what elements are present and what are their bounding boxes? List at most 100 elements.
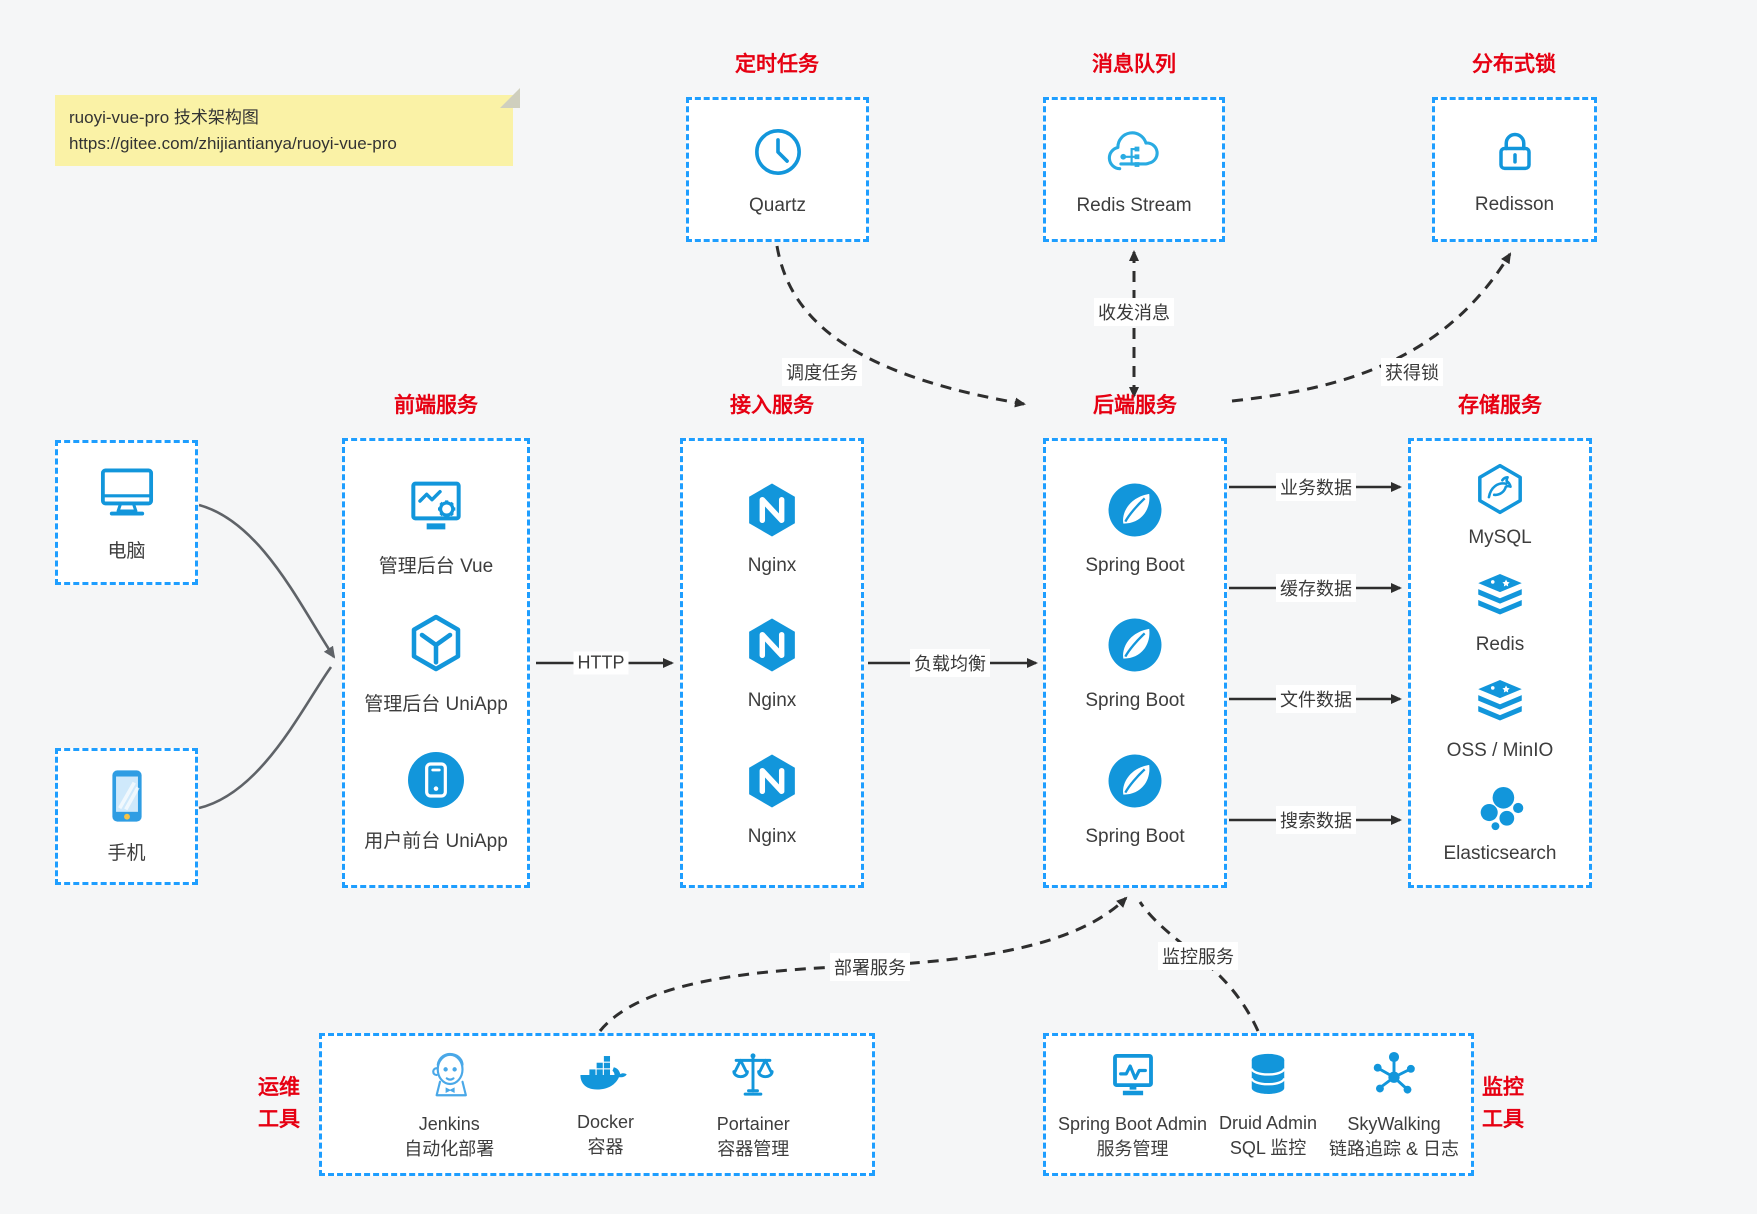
node-desc: 服务管理 bbox=[1096, 1138, 1169, 1159]
node-name: Spring Boot Admin bbox=[1057, 1114, 1208, 1135]
node-name: Jenkins bbox=[418, 1114, 480, 1135]
skywalking-icon bbox=[1367, 1048, 1421, 1107]
node-label: Spring Boot bbox=[1085, 825, 1185, 847]
node-label: 管理后台 UniApp bbox=[364, 693, 508, 715]
node-label: Spring Boot Admin 服务管理 bbox=[1058, 1112, 1207, 1161]
node-desc: 链路追踪 & 日志 bbox=[1329, 1138, 1460, 1159]
node-label: Redis Stream bbox=[1076, 194, 1192, 216]
elasticsearch-icon bbox=[1472, 783, 1528, 838]
node-label: Quartz bbox=[748, 194, 807, 216]
druid-icon bbox=[1242, 1049, 1294, 1106]
nginx-icon bbox=[741, 750, 803, 817]
edge-monitor-service bbox=[1138, 901, 1260, 1032]
nginx-icon bbox=[741, 614, 803, 681]
node-nginx-3: Nginx bbox=[741, 750, 803, 848]
message-cloud-icon bbox=[1103, 123, 1165, 186]
uniapp-user-icon bbox=[404, 748, 468, 817]
node-quartz: Quartz bbox=[749, 123, 807, 217]
node-redisson: Redisson bbox=[1475, 124, 1554, 216]
node-phone: 手机 bbox=[102, 768, 152, 865]
node-desc: 容器 bbox=[587, 1136, 624, 1157]
node-computer: 电脑 bbox=[94, 462, 160, 563]
node-label: Jenkins 自动化部署 bbox=[404, 1112, 494, 1161]
node-desc: SQL 监控 bbox=[1229, 1137, 1307, 1158]
oss-icon bbox=[1471, 676, 1529, 735]
devops-title-line2: 工具 bbox=[258, 1107, 300, 1131]
nginx-icon bbox=[741, 479, 803, 546]
edge-schedule-task bbox=[775, 245, 1026, 408]
node-name: SkyWalking bbox=[1347, 1114, 1441, 1135]
edge-label-cache-data: 缓存数据 bbox=[1276, 574, 1356, 602]
node-oss-minio: OSS / MinIO bbox=[1447, 676, 1553, 762]
phone-icon bbox=[102, 768, 152, 829]
group-title-storage: 存储服务 bbox=[1458, 394, 1542, 417]
node-name: Docker bbox=[576, 1112, 634, 1133]
edge-label-business-data: 业务数据 bbox=[1276, 473, 1356, 501]
group-title-gateway: 接入服务 bbox=[730, 394, 814, 417]
portainer-icon bbox=[726, 1048, 780, 1107]
node-label: 用户前台 UniApp bbox=[364, 830, 508, 852]
monitoring-box: Spring Boot Admin 服务管理 Druid Admin SQL 监… bbox=[1043, 1033, 1474, 1176]
node-name: Druid Admin bbox=[1219, 1113, 1318, 1134]
computer-icon bbox=[94, 462, 160, 527]
node-elasticsearch: Elasticsearch bbox=[1444, 783, 1557, 865]
edge-label-monitor-service: 监控服务 bbox=[1158, 942, 1238, 970]
jenkins-icon bbox=[422, 1048, 476, 1107]
scheduled-task-box: Quartz bbox=[686, 97, 869, 242]
frontend-box: 管理后台 Vue 管理后台 UniApp 用户前台 UniApp bbox=[342, 438, 530, 888]
node-label: Nginx bbox=[747, 825, 797, 847]
node-label: Redisson bbox=[1474, 193, 1555, 215]
node-label: Druid Admin SQL 监控 bbox=[1219, 1111, 1317, 1160]
node-name: Portainer bbox=[716, 1114, 790, 1135]
edge-acquire-lock bbox=[1231, 252, 1512, 403]
group-title-backend: 后端服务 bbox=[1093, 394, 1177, 417]
node-springboot-1: Spring Boot bbox=[1085, 479, 1185, 577]
gateway-box: Nginx Nginx Nginx bbox=[680, 438, 864, 888]
node-jenkins: Jenkins 自动化部署 bbox=[404, 1048, 494, 1161]
node-mysql: MySQL bbox=[1468, 461, 1532, 549]
group-title-frontend: 前端服务 bbox=[394, 394, 478, 417]
edge-label-file-data: 文件数据 bbox=[1276, 685, 1356, 713]
node-springboot-2: Spring Boot bbox=[1085, 614, 1185, 712]
distributed-lock-box: Redisson bbox=[1432, 97, 1597, 242]
node-label: 电脑 bbox=[107, 541, 146, 562]
node-label: Elasticsearch bbox=[1443, 842, 1557, 864]
node-portainer: Portainer 容器管理 bbox=[717, 1048, 790, 1161]
uniapp-cube-icon bbox=[404, 611, 468, 680]
node-label: Portainer 容器管理 bbox=[717, 1112, 790, 1161]
devops-title: 运维 工具 bbox=[258, 1072, 300, 1135]
node-label: Nginx bbox=[747, 554, 797, 576]
monitoring-title: 监控 工具 bbox=[1482, 1072, 1524, 1135]
node-label: SkyWalking 链路追踪 & 日志 bbox=[1329, 1112, 1459, 1161]
edge-label-schedule-task: 调度任务 bbox=[782, 358, 862, 386]
note-title: ruoyi-vue-pro 技术架构图 bbox=[69, 108, 259, 127]
monitoring-title-line1: 监控 bbox=[1482, 1076, 1524, 1099]
node-admin-vue: 管理后台 Vue bbox=[379, 473, 493, 578]
node-desc: 容器管理 bbox=[717, 1138, 790, 1159]
node-label: Spring Boot bbox=[1085, 690, 1185, 711]
edge-label-load-balance: 负载均衡 bbox=[910, 649, 990, 677]
node-springboot-3: Spring Boot bbox=[1085, 750, 1185, 848]
storage-box: MySQL Redis OSS / MinIO Elasticsearch bbox=[1408, 438, 1592, 888]
note-url: https://gitee.com/zhijiantianya/ruoyi-vu… bbox=[69, 133, 397, 153]
node-label: Docker 容器 bbox=[577, 1110, 634, 1159]
edge-label-http: HTTP bbox=[573, 651, 629, 675]
devops-box: Jenkins 自动化部署 Docker 容器 Portainer 容器管理 bbox=[319, 1033, 875, 1176]
edge-label-search-data: 搜索数据 bbox=[1276, 806, 1356, 834]
clock-icon bbox=[749, 123, 807, 186]
mysql-icon bbox=[1472, 461, 1528, 522]
devops-title-line1: 运维 bbox=[258, 1076, 300, 1099]
sticky-note: ruoyi-vue-pro 技术架构图 https://gitee.com/zh… bbox=[55, 88, 520, 166]
spring-boot-icon bbox=[1104, 479, 1166, 546]
client-computer-box: 电脑 bbox=[55, 440, 198, 585]
docker-icon bbox=[576, 1050, 634, 1105]
group-title-message-queue: 消息队列 bbox=[1092, 53, 1176, 76]
node-label: Nginx bbox=[747, 690, 797, 711]
client-phone-box: 手机 bbox=[55, 748, 198, 885]
backend-box: Spring Boot Spring Boot Spring Boot bbox=[1043, 438, 1227, 888]
node-redis: Redis bbox=[1471, 570, 1529, 656]
lock-icon bbox=[1487, 124, 1543, 185]
node-redis-stream: Redis Stream bbox=[1076, 123, 1192, 217]
node-label: MySQL bbox=[1468, 527, 1532, 549]
